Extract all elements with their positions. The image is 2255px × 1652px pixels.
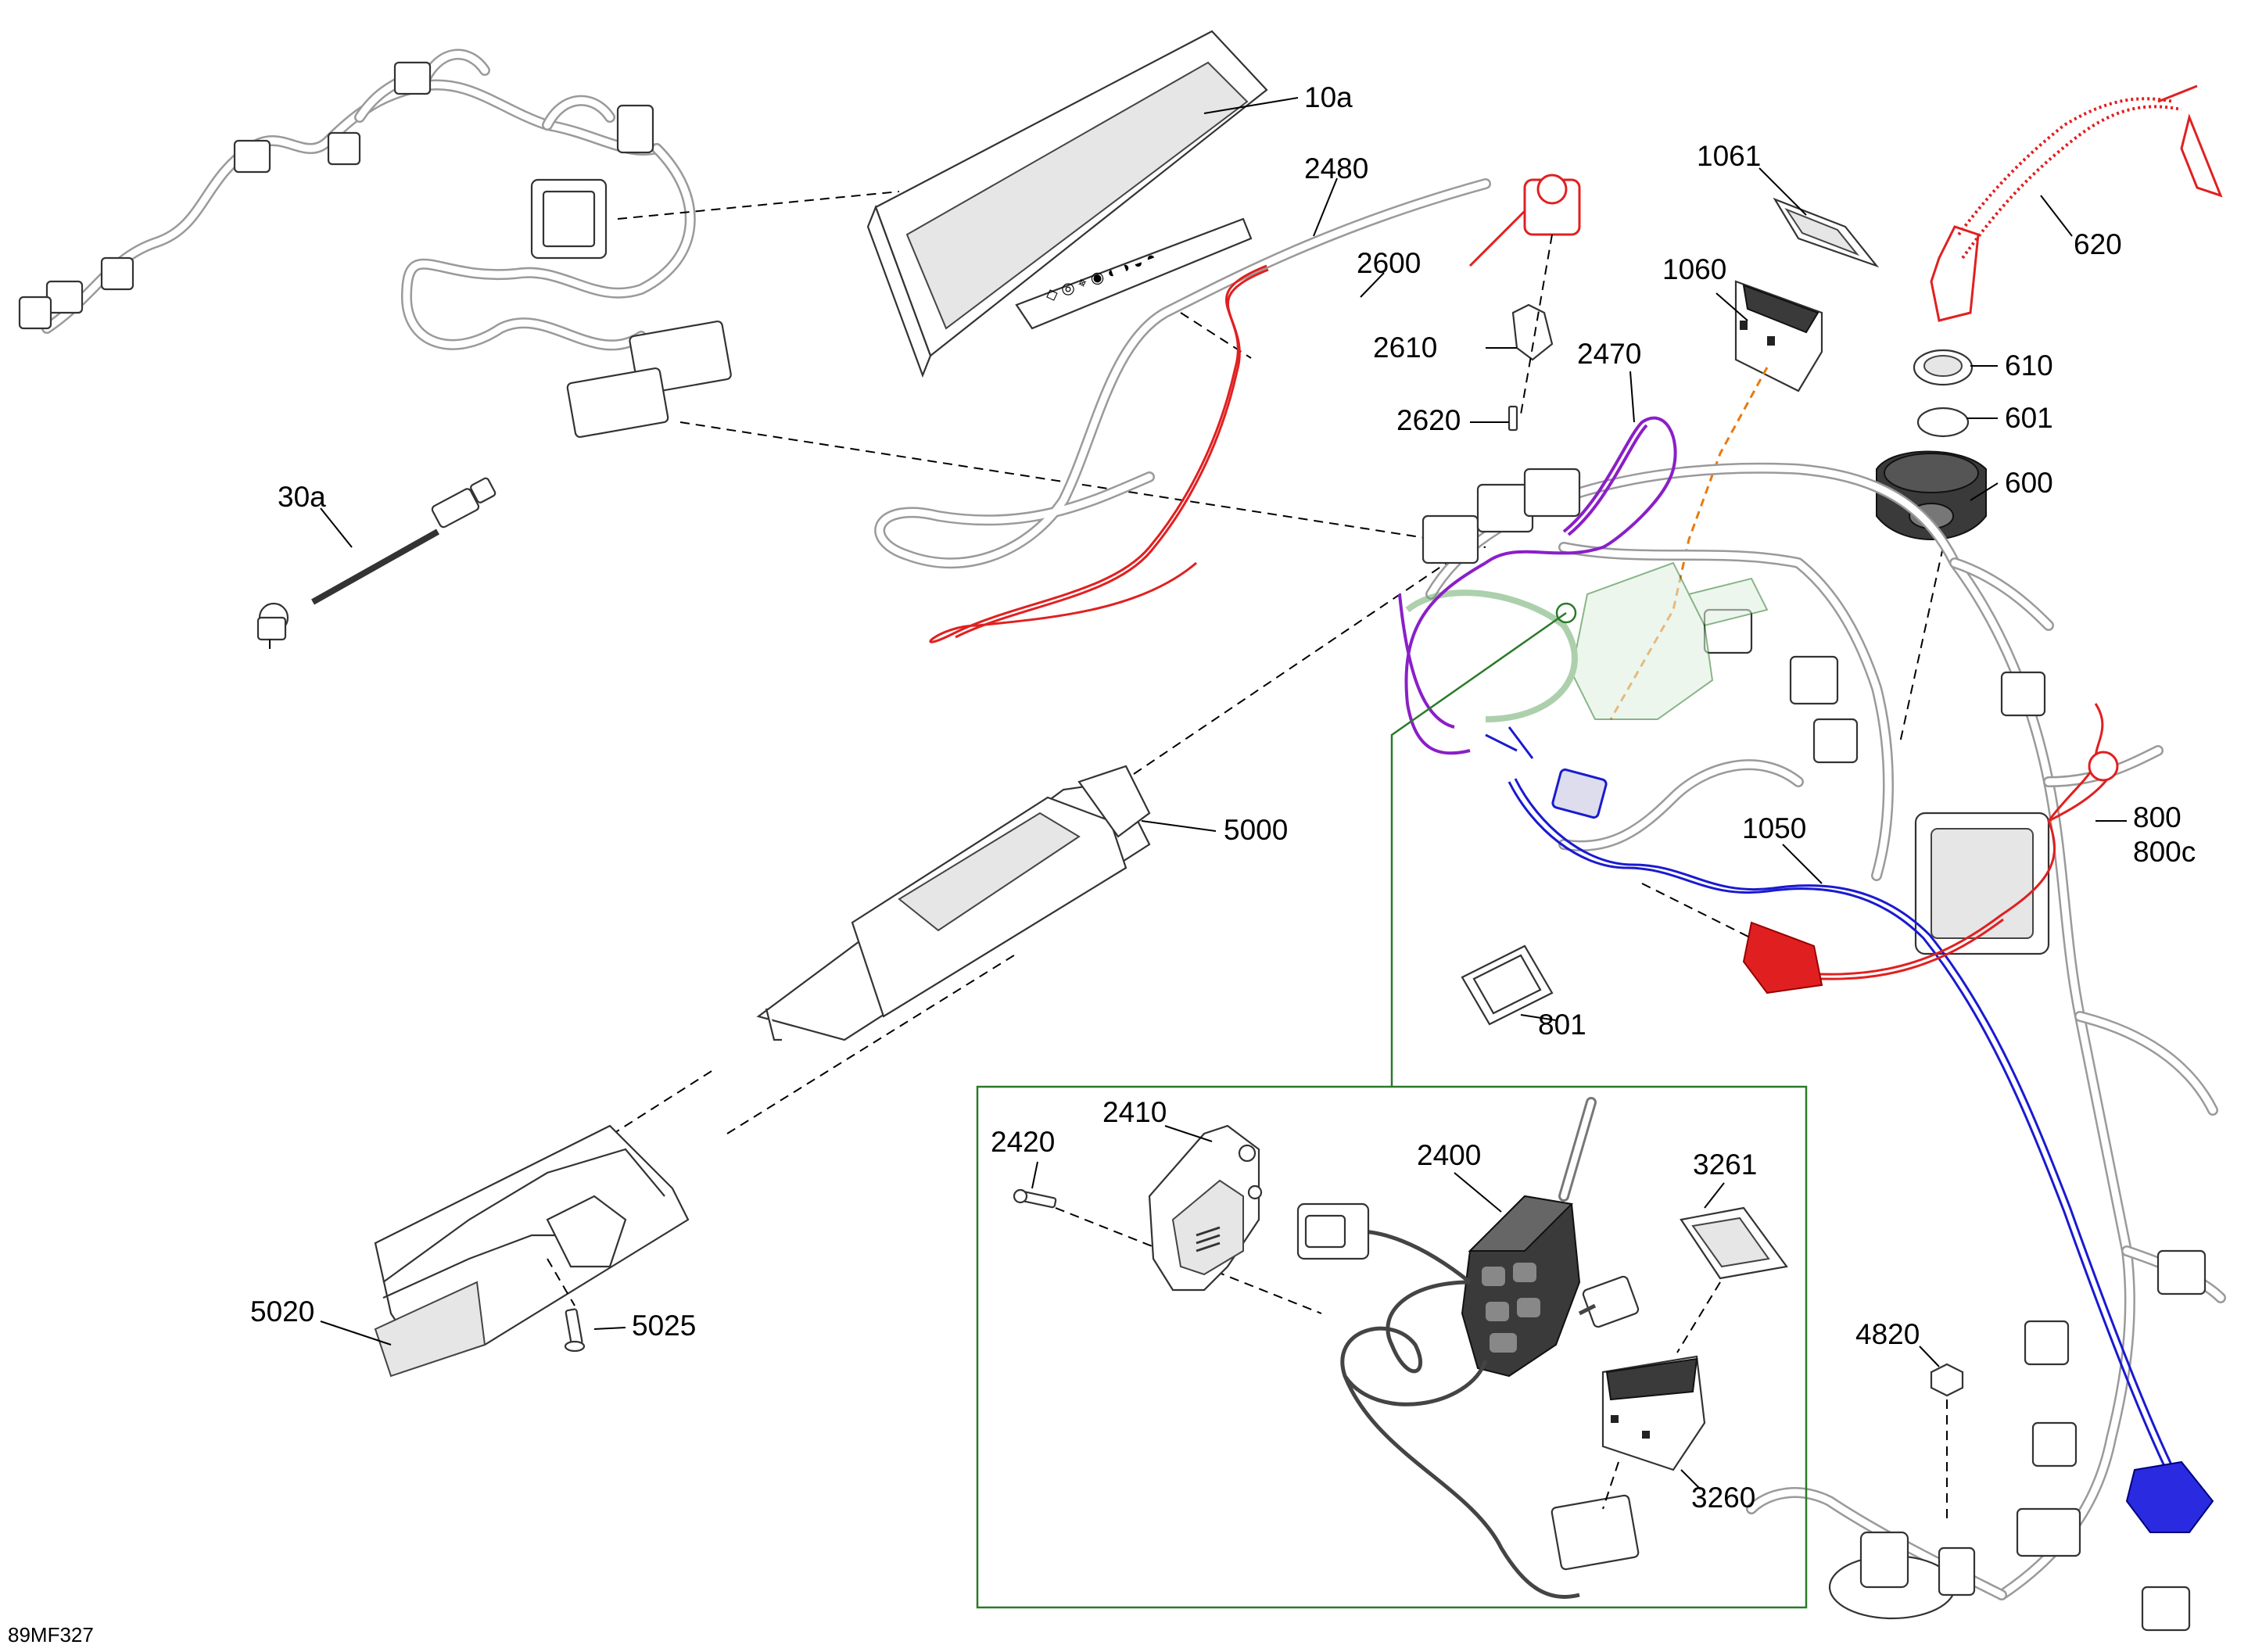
figure-code: 89MF327 (8, 1623, 94, 1647)
housing-2410 (1148, 1124, 1263, 1292)
callout-5025: 5025 (632, 1310, 696, 1342)
callout-2480: 2480 (1304, 152, 1368, 185)
bracket-5020 (374, 1124, 690, 1378)
ring-601 (1916, 407, 1970, 438)
handlebar-switch-ghost (1405, 561, 1769, 722)
red-cable-2600 (929, 174, 1581, 643)
callout-30a: 30a (278, 481, 326, 513)
pin-2420 (1013, 1188, 1057, 1209)
detail-box (976, 1085, 1808, 1609)
screw-5025 (564, 1308, 586, 1353)
callout-2400: 2400 (1417, 1139, 1481, 1171)
ring-610 (1913, 349, 1974, 386)
callout-1061: 1061 (1697, 140, 1761, 172)
switch-cover-3261 (1680, 1206, 1788, 1280)
callout-4820: 4820 (1855, 1318, 1920, 1350)
bracket-2610 (1486, 303, 1554, 361)
callout-2420: 2420 (991, 1126, 1055, 1158)
harness-connector-multi-pin-2 (566, 367, 669, 439)
blue-connector-upper (1551, 768, 1608, 819)
dash-wiring-harness (18, 48, 732, 439)
callout-10a: 10a (1304, 81, 1353, 113)
safety-lanyard-620 (1930, 84, 2223, 322)
callout-5000: 5000 (1224, 814, 1288, 846)
callout-2620: 2620 (1396, 404, 1461, 436)
callout-2600: 2600 (1357, 247, 1421, 279)
purple-harness-2470 (1398, 416, 1677, 755)
callout-2470: 2470 (1577, 338, 1641, 370)
harness-connector-small (616, 104, 654, 154)
nut-4820 (1930, 1363, 1964, 1397)
callout-3261: 3261 (1693, 1149, 1757, 1181)
switch-assembly-2400 (1296, 1097, 1640, 1599)
gasket-801 (1461, 944, 1554, 1026)
callout-620: 620 (2074, 228, 2122, 260)
switch-1060 (1734, 280, 1823, 392)
callout-2610: 2610 (1373, 331, 1437, 364)
callout-3260: 3260 (1691, 1482, 1755, 1514)
callout-800c: 800c (2133, 836, 2196, 868)
callout-801: 801 (1538, 1009, 1586, 1041)
callout-1060: 1060 (1662, 253, 1726, 285)
callout-601: 601 (2005, 402, 2053, 434)
blue-harness-1050 (1485, 726, 2214, 1533)
sensor-30a (256, 477, 497, 649)
instrument-cluster: ◇ ◎ ⌖ ◉ ◐ ◑ ◒ ◓ (866, 30, 1268, 378)
callout-800: 800 (2133, 801, 2182, 833)
callout-1050: 1050 (1742, 812, 1806, 844)
switch-3260 (1601, 1355, 1706, 1471)
callout-5020: 5020 (250, 1295, 314, 1328)
main-harness-connector-1 (1421, 514, 1479, 564)
detail-pointer-dot (1555, 602, 1577, 624)
blue-connector-lower (2125, 1460, 2214, 1533)
red-battery-cable-800 (1742, 703, 2119, 994)
switch-connector-right (1582, 1275, 1640, 1328)
switch-cover-1061 (1773, 197, 1880, 268)
callout-2410: 2410 (1102, 1096, 1167, 1128)
callout-600: 600 (2005, 467, 2053, 499)
callout-610: 610 (2005, 349, 2053, 382)
main-harness-connector-3 (1523, 468, 1581, 518)
red-connector-800 (1742, 921, 1823, 994)
screw-2620 (1508, 405, 1518, 432)
module-5000 (756, 765, 1151, 1041)
detail-leader (1390, 611, 1567, 1087)
cable-2480 (874, 178, 1491, 569)
switch-connector-bottom (1551, 1494, 1640, 1571)
main-wiring-harness (1421, 462, 2226, 1632)
